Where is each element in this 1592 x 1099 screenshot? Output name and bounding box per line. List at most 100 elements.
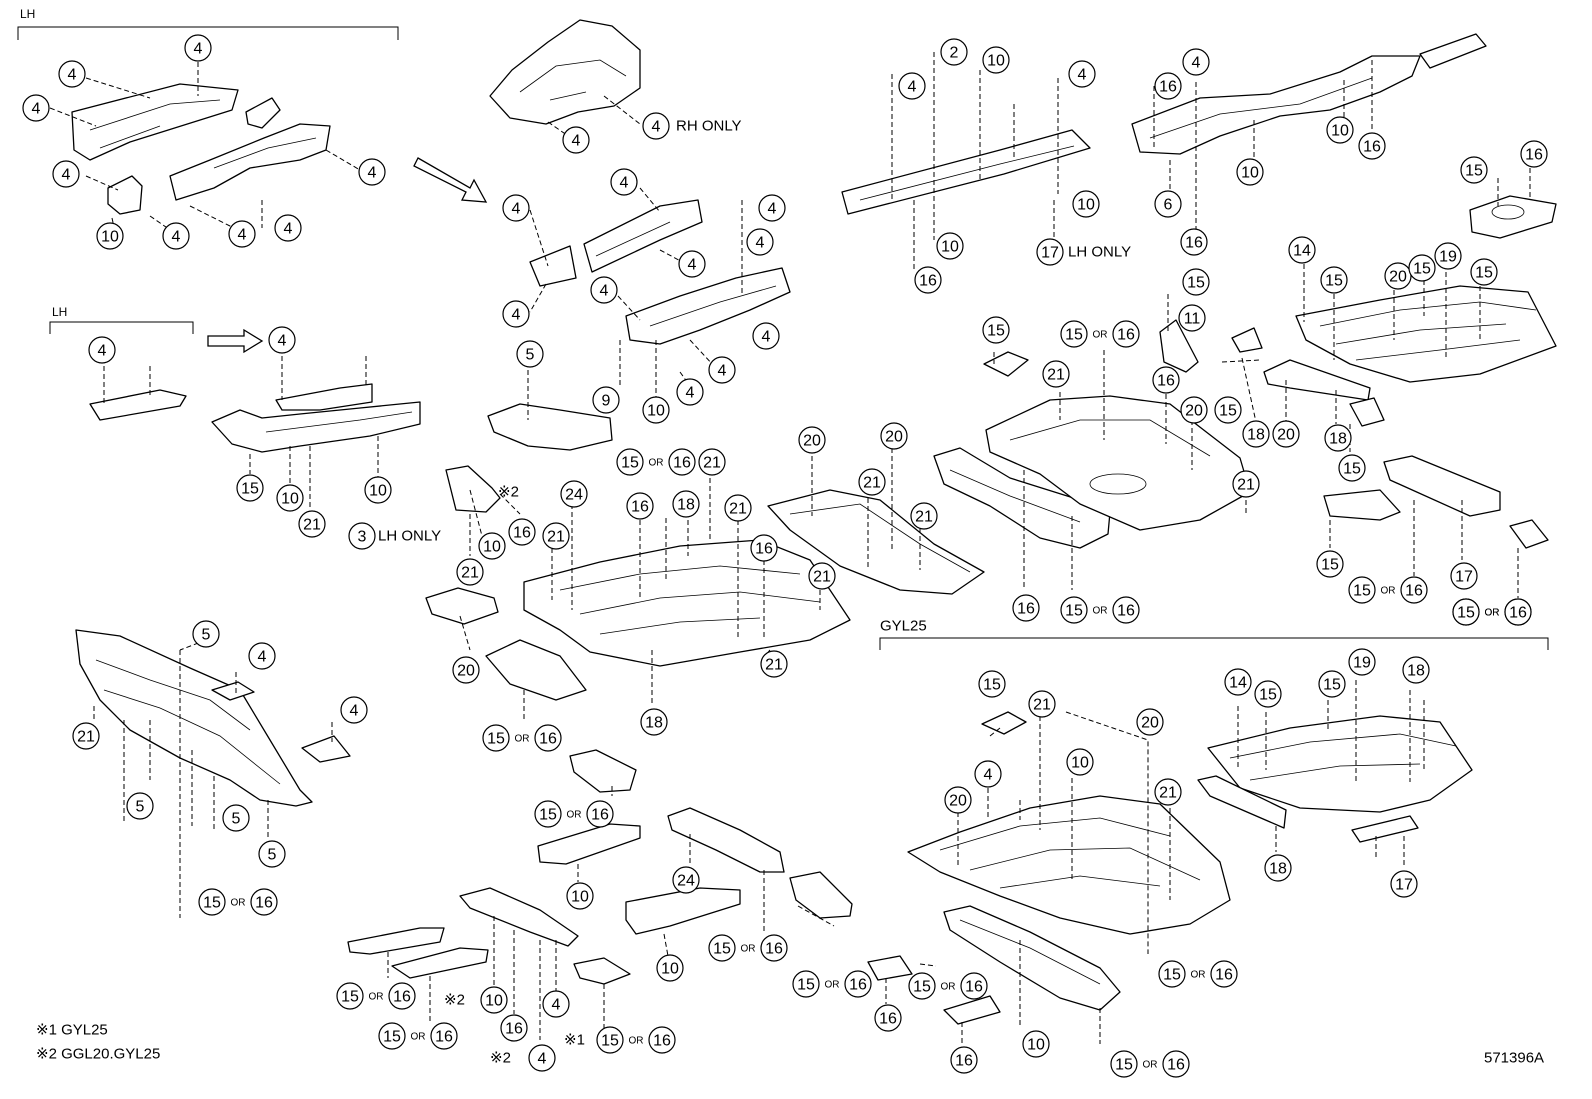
part-gusset-15 (1323, 489, 1401, 521)
callout-number: 16 (1017, 601, 1035, 618)
callout-number: 20 (457, 663, 475, 680)
callout-circle (1154, 778, 1182, 806)
callout-number: 10 (1077, 197, 1095, 214)
callout-number: 20 (1141, 715, 1159, 732)
callout-circle (960, 972, 988, 1000)
part-floor-panel-rear-gyl25 (1207, 715, 1473, 813)
part-sill-upper (275, 383, 373, 411)
callout-number: 15 (913, 979, 931, 996)
callout-number: 9 (602, 393, 611, 410)
callout-10: 10 (96, 222, 124, 250)
callout-circle (610, 168, 638, 196)
callout-16: 16 (430, 1022, 458, 1050)
callout-number: 21 (863, 475, 881, 492)
callout-circle (1318, 670, 1346, 698)
callout-number: 4 (62, 167, 71, 184)
callout-number: 15 (1187, 275, 1205, 292)
callout-15: 15 (616, 448, 644, 476)
callout-number: 4 (98, 343, 107, 360)
callout-16: 16 (1012, 594, 1040, 622)
callout-number: 15 (1321, 557, 1339, 574)
callout-circle (480, 986, 508, 1014)
part-front-side-member-lh (71, 83, 239, 161)
callout-10: 10 (1326, 116, 1354, 144)
callout-circle (1450, 562, 1478, 590)
callout-circle (642, 396, 670, 424)
callout-number: 16 (765, 941, 783, 958)
callout-circle (198, 888, 226, 916)
callout-number: 21 (1159, 785, 1177, 802)
callout-4: 4 (676, 378, 704, 406)
part-bracket-11 (1159, 319, 1199, 373)
note-1: ※1 GYL25 (36, 1022, 108, 1039)
callout-15: 15 (978, 670, 1006, 698)
callout-circle (298, 510, 326, 538)
callout-10: 10 (936, 232, 964, 260)
callout-number: 10 (1331, 123, 1349, 140)
callout-number: 16 (755, 541, 773, 558)
part-sill-10-b (625, 887, 741, 935)
callout-circle (708, 356, 736, 384)
callout-circle (844, 970, 872, 998)
callout-circle (1348, 576, 1376, 604)
callout-circle (1236, 158, 1264, 186)
callout-circle (566, 882, 594, 910)
callout-circle (1358, 132, 1386, 160)
callout-18: 18 (1402, 656, 1430, 684)
part-center-floor-panel (767, 489, 985, 595)
part-dash-bracket-small (301, 735, 351, 763)
callout-circle (250, 888, 278, 916)
callout-15: 15 (1110, 1050, 1138, 1078)
callout-4: 4 (340, 696, 368, 724)
callout-number: 15 (1457, 605, 1475, 622)
callout-number: 15 (539, 807, 557, 824)
callout-9: 9 (592, 386, 620, 414)
callout-circle (500, 1014, 528, 1042)
callout-number: 4 (194, 41, 203, 58)
callout-number: 4 (1192, 55, 1201, 72)
callout-number: 15 (1259, 687, 1277, 704)
callout-17: 17 (1036, 238, 1064, 266)
label-mark-1: ※1 (564, 1032, 585, 1049)
callout-number: 4 (68, 67, 77, 84)
callout-number: 5 (268, 847, 277, 864)
part-rear-floor-pan (1295, 285, 1557, 383)
part-bracket-bottom (789, 871, 853, 919)
callout-16: 16 (1358, 132, 1386, 160)
callout-number: 20 (1185, 403, 1203, 420)
callout-4: 4 (22, 94, 50, 122)
callout-4: 4 (162, 222, 190, 250)
callout-number: 10 (101, 229, 119, 246)
callout-number: 16 (653, 1033, 671, 1050)
callout-17: 17 (1390, 870, 1418, 898)
callout-21: 21 (724, 494, 752, 522)
callout-16: 16 (1520, 140, 1548, 168)
callout-number: 16 (631, 499, 649, 516)
callout-number: 4 (908, 79, 917, 96)
callout-number: 18 (1269, 861, 1287, 878)
label-rh-only: RH ONLY (676, 118, 742, 135)
callout-circle (648, 1026, 676, 1054)
callout-10: 10 (1236, 158, 1264, 186)
callout-24: 24 (560, 480, 588, 508)
callout-21: 21 (72, 722, 100, 750)
callout-number: 18 (1247, 427, 1265, 444)
group-bracket-gyl25 (879, 637, 1549, 650)
callout-15: 15 (1060, 596, 1088, 624)
callout-number: 15 (621, 455, 639, 472)
callout-circle (1072, 190, 1100, 218)
part-pan-reinf-small (487, 403, 613, 451)
callout-number: 4 (762, 329, 771, 346)
callout-10: 10 (478, 532, 506, 560)
part-bracket-15-gyl25 (981, 711, 1027, 735)
callout-21: 21 (910, 502, 938, 530)
callout-circle (1136, 708, 1164, 736)
callout-4: 4 (248, 642, 276, 670)
callout-circle (792, 970, 820, 998)
callout-20: 20 (944, 786, 972, 814)
note-2: ※2 GGL20.GYL25 (36, 1046, 160, 1063)
callout-10: 10 (1022, 1030, 1050, 1058)
callout-number: 19 (1353, 655, 1371, 672)
callout-15: 15 (1408, 254, 1436, 282)
part-side-sill-reinf-lh (89, 389, 187, 421)
